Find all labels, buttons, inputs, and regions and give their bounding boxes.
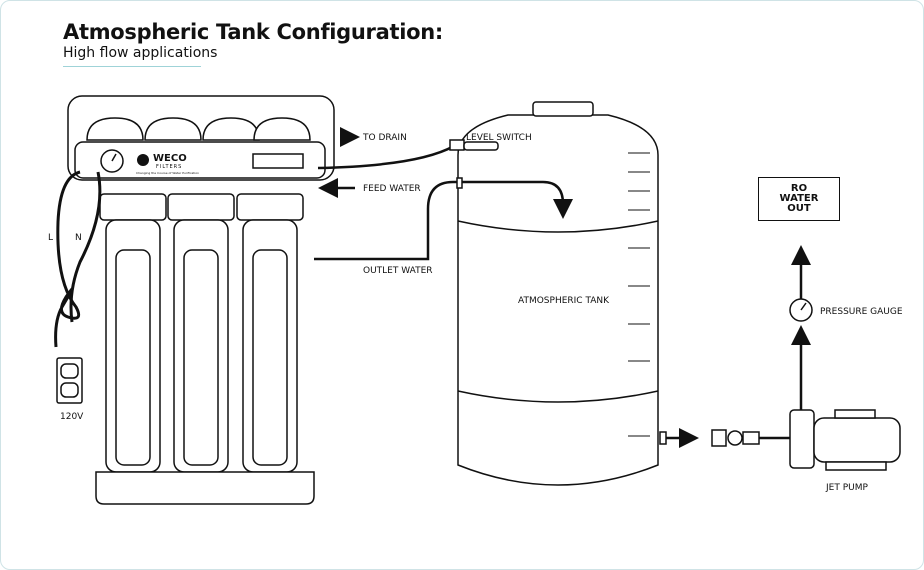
level-switch bbox=[449, 139, 499, 151]
brand-sub: FILTERS bbox=[156, 164, 183, 170]
level-switch-label: LEVEL SWITCH bbox=[466, 133, 532, 143]
diagram-subtitle: High flow applications bbox=[63, 45, 218, 61]
tank-level-marks bbox=[628, 152, 650, 437]
to-drain-label: TO DRAIN bbox=[363, 133, 407, 143]
level-switch-line bbox=[317, 144, 462, 170]
jet-pump-label: JET PUMP bbox=[826, 483, 868, 493]
jet-pump bbox=[789, 409, 901, 471]
ro-water-out-label: RO WATER OUT bbox=[779, 183, 819, 214]
brand-name: WECO bbox=[153, 153, 187, 164]
brand-tagline: Changing the Course of Water Purificatio… bbox=[136, 171, 200, 175]
filter-housings bbox=[99, 193, 304, 473]
neutral-label: N bbox=[75, 233, 82, 243]
wall-outlet bbox=[56, 357, 83, 404]
weco-logo-icon bbox=[137, 154, 149, 166]
outlet-water-label: OUTLET WATER bbox=[363, 266, 433, 276]
pressure-gauge-label: PRESSURE GAUGE bbox=[820, 307, 903, 317]
line-label: L bbox=[48, 233, 54, 243]
ro-system-unit bbox=[54, 95, 335, 505]
ball-valve bbox=[711, 429, 760, 447]
feed-water-label: FEED WATER bbox=[363, 184, 421, 194]
diagram-title: Atmospheric Tank Configuration: bbox=[63, 20, 444, 44]
atmospheric-tank bbox=[457, 101, 659, 486]
filter-caps bbox=[86, 117, 311, 141]
outlet-water-line bbox=[314, 180, 573, 261]
atmospheric-tank-label: ATMOSPHERIC TANK bbox=[518, 296, 610, 306]
title-underline bbox=[63, 66, 201, 67]
ro-water-out-box: RO WATER OUT bbox=[758, 177, 840, 221]
voltage-label: 120V bbox=[60, 412, 84, 422]
power-cord bbox=[54, 170, 81, 348]
